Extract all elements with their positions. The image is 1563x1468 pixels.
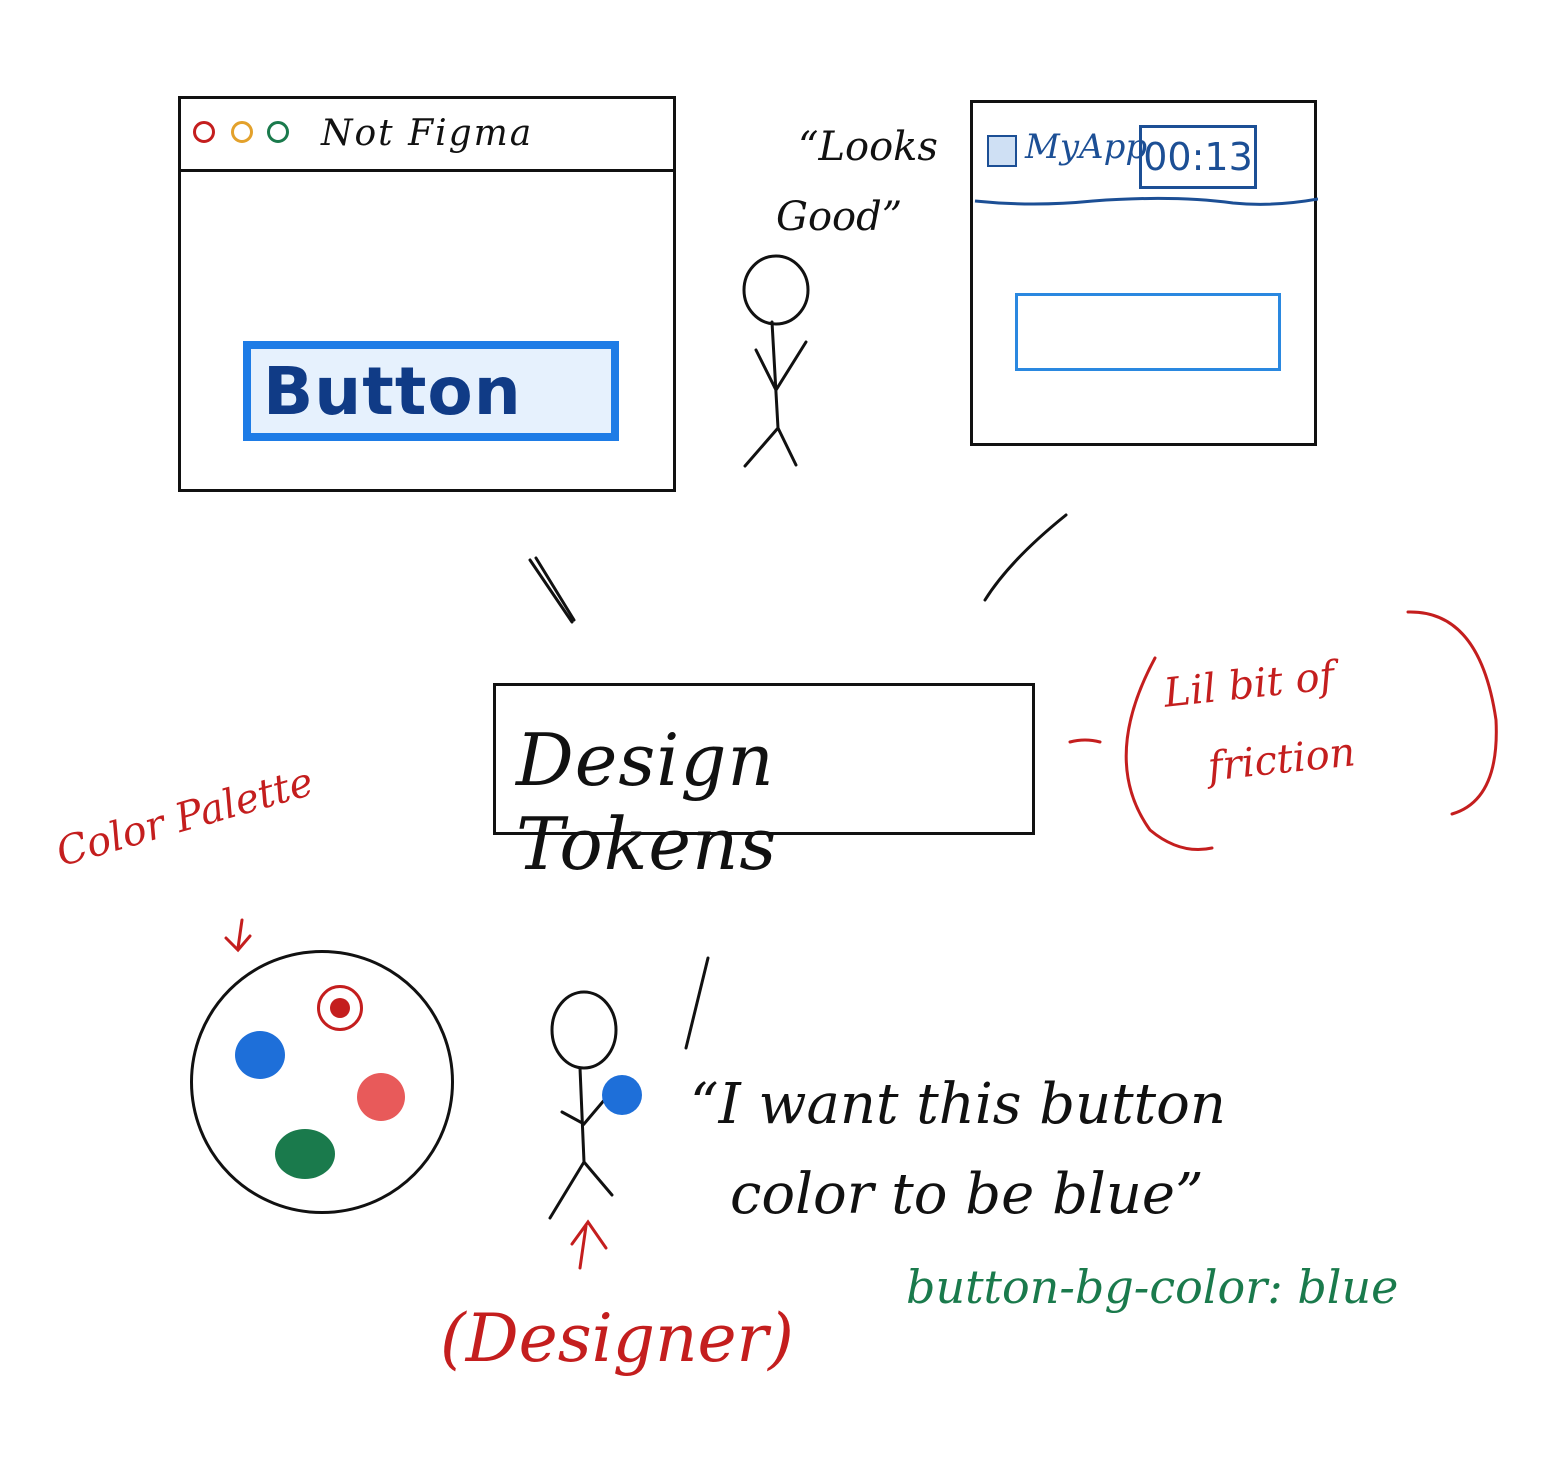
minimize-dot-icon[interactable] bbox=[231, 121, 253, 143]
not-figma-title: Not Figma bbox=[321, 113, 534, 154]
app-header-divider bbox=[974, 196, 1318, 206]
observer-quote-line1: “Looks bbox=[798, 124, 938, 170]
not-figma-window: Not Figma Button bbox=[178, 96, 676, 492]
figma-button[interactable]: Button bbox=[243, 341, 619, 441]
app-logo-icon bbox=[987, 135, 1017, 167]
maximize-dot-icon[interactable] bbox=[267, 121, 289, 143]
not-figma-titlebar: Not Figma bbox=[181, 99, 673, 172]
friction-tilde bbox=[1068, 738, 1102, 744]
swatch-blue[interactable] bbox=[235, 1031, 285, 1079]
observer-figure bbox=[742, 254, 810, 468]
connector-left bbox=[528, 556, 576, 624]
designer-label: (Designer) bbox=[440, 1300, 794, 1377]
designer-arrow-icon bbox=[570, 1219, 608, 1270]
my-app-button[interactable] bbox=[1015, 293, 1281, 371]
token-code: button-bg-color: blue bbox=[906, 1260, 1399, 1314]
my-app-timer: 00:13 bbox=[1139, 125, 1257, 189]
connector-right bbox=[983, 513, 1068, 602]
designer-blue-swatch bbox=[602, 1075, 642, 1115]
friction-right-paren bbox=[1406, 610, 1498, 816]
color-palette bbox=[190, 950, 454, 1214]
observer-quote: “Looks Good” bbox=[776, 112, 938, 252]
connector-bottom bbox=[684, 956, 710, 1050]
swatch-red[interactable] bbox=[317, 985, 363, 1031]
designer-quote-line1: “I want this button bbox=[690, 1072, 1226, 1137]
design-tokens-box: Design Tokens bbox=[493, 683, 1035, 886]
my-app-title: MyApp bbox=[1025, 127, 1148, 167]
designer-figure bbox=[548, 990, 618, 1220]
swatch-red-fill bbox=[330, 998, 350, 1018]
designer-quote: “I want this button color to be blue” bbox=[690, 1060, 1226, 1240]
swatch-green[interactable] bbox=[275, 1129, 335, 1179]
my-app-window: MyApp 00:13 bbox=[970, 100, 1318, 446]
designer-quote-line2: color to be blue” bbox=[730, 1162, 1204, 1227]
design-tokens-label: Design Tokens bbox=[516, 718, 778, 886]
friction-left-paren bbox=[1124, 656, 1214, 852]
palette-arrow-icon bbox=[224, 918, 252, 953]
swatch-salmon[interactable] bbox=[357, 1073, 405, 1121]
observer-quote-line2: Good” bbox=[776, 194, 903, 240]
friction-note: Lil bit of friction bbox=[1160, 636, 1359, 810]
close-dot-icon[interactable] bbox=[193, 121, 215, 143]
